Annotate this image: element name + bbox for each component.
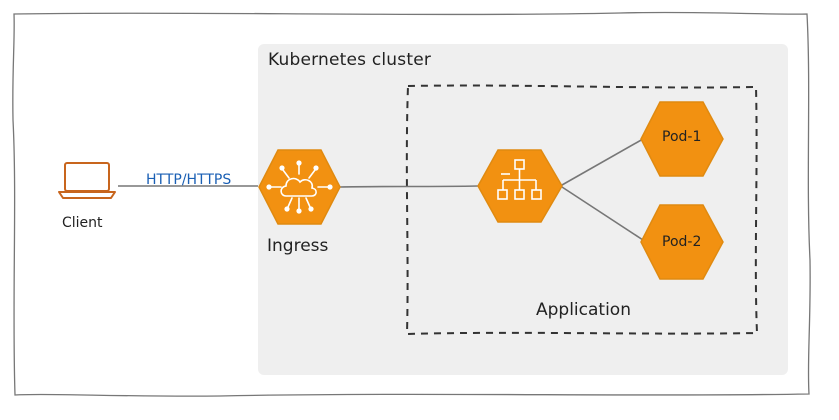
protocol-label: HTTP/HTTPS [146, 172, 232, 188]
edge-ingress-service [339, 185, 479, 188]
ingress-node [258, 149, 341, 225]
ingress-label: Ingress [267, 236, 329, 256]
hierarchy-icon [497, 159, 542, 200]
pod-1-label: Pod-1 [662, 129, 702, 145]
pod-2-label: Pod-2 [662, 234, 702, 250]
client-label: Client [62, 215, 103, 231]
application-label: Application [536, 300, 631, 320]
edge-service-pod1 [561, 138, 644, 186]
edge-service-pod2 [561, 186, 644, 241]
cluster-label: Kubernetes cluster [268, 50, 432, 70]
outer-frame [12, 11, 811, 397]
application-boundary [405, 84, 759, 336]
laptop-icon [58, 162, 116, 199]
cloud-network-icon [266, 160, 333, 214]
pod-2-node [640, 204, 724, 280]
pod-1-node [640, 101, 724, 177]
